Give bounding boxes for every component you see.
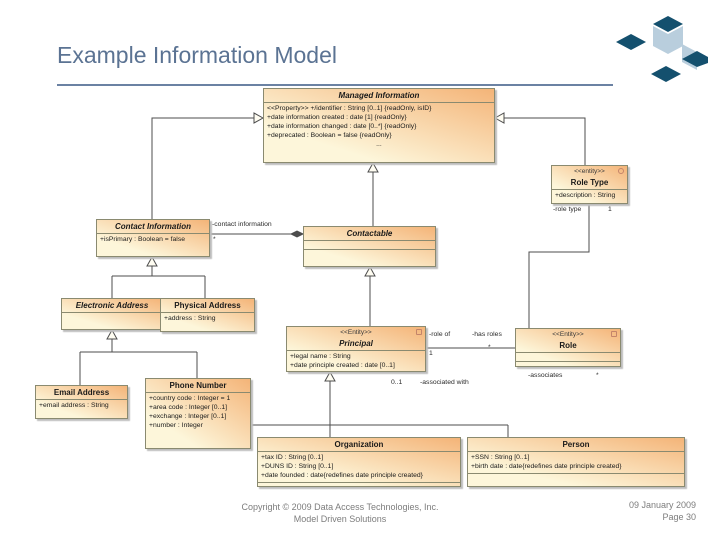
class-title: Email Address [53, 388, 110, 397]
uml-class-role[interactable]: <<Entity>> Role [515, 328, 621, 367]
class-title: Contactable [346, 229, 393, 238]
edge-multiplicity: * [488, 344, 491, 351]
class-title: Role Type [570, 178, 609, 187]
class-title: Managed Information [338, 91, 420, 100]
footer-copyright-line1: Copyright © 2009 Data Access Technologie… [241, 502, 439, 512]
class-attribute: +area code : Integer [0..1] [149, 404, 228, 411]
class-attribute: +legal name : String [290, 353, 351, 360]
class-attributes: <<Property>> +/identifier : String [0..1… [264, 102, 494, 151]
uml-class-role-type[interactable]: <<entity>> Role Type +description : String [551, 165, 628, 204]
circle-icon [618, 168, 624, 174]
class-stereotype: <<Entity>> [287, 327, 425, 337]
company-logo-icon [616, 16, 708, 82]
footer-page-number: Page 30 [662, 512, 696, 522]
class-title: Organization [334, 440, 384, 449]
uml-class-contactable[interactable]: Contactable [303, 226, 436, 267]
class-attributes: +description : String [552, 189, 627, 202]
class-empty-compartment [304, 249, 435, 258]
class-attributes: +email address : String [36, 399, 127, 412]
class-empty-compartment [304, 240, 435, 249]
class-attribute: +address : String [164, 315, 216, 322]
class-attribute: +DUNS ID : String [0..1] [261, 463, 334, 470]
edge-multiplicity: * [596, 372, 599, 379]
class-attribute: +SSN : String [0..1] [471, 454, 530, 461]
class-attribute: +email address : String [39, 402, 109, 409]
edge-multiplicity: 1 [608, 206, 612, 213]
class-attribute: <<Property>> +/identifier : String [0..1… [267, 105, 432, 112]
class-attribute: +date information created : date [1] {re… [267, 114, 407, 121]
class-title: Electronic Address [75, 301, 149, 310]
edge-label: -role type [553, 206, 582, 213]
page-title: Example Information Model [57, 42, 337, 68]
class-title: Contact Information [115, 222, 191, 231]
class-title: Person [562, 440, 590, 449]
footer-copyright-line2: Model Driven Solutions [293, 514, 387, 524]
class-title: Principal [339, 339, 373, 348]
footer-meta: 09 January 2009 Page 30 [629, 499, 696, 523]
class-attributes: +legal name : String +date principle crea… [287, 350, 425, 371]
uml-class-electronic-address[interactable]: Electronic Address [61, 298, 163, 330]
class-attribute: +deprecated : Boolean = false {readOnly} [267, 132, 392, 139]
uml-class-phone-number[interactable]: Phone Number+country code : Integer = 1+… [145, 378, 251, 449]
class-title: Phone Number [169, 381, 227, 390]
class-attribute: +date principle created : date [0..1] [290, 362, 395, 369]
class-attribute: +country code : Integer = 1 [149, 395, 231, 402]
class-title: Physical Address [174, 301, 241, 310]
class-attribute: +date founded : date{redefines date prin… [261, 472, 423, 479]
class-title: Role [559, 341, 577, 350]
edge-label: -associated with [420, 379, 469, 386]
class-stereotype: <<Entity>> [516, 329, 620, 339]
edge-multiplicity: 0..1 [391, 379, 403, 386]
edge-multiplicity: * [213, 236, 216, 243]
edge-label: -associates [528, 372, 563, 379]
footer-date: 09 January 2009 [628, 500, 696, 510]
class-attributes: +tax ID : String [0..1] +DUNS ID : String… [258, 451, 460, 482]
class-empty-compartment [258, 482, 460, 486]
edge-label: -role of [429, 331, 451, 338]
edge-label: -has roles [472, 331, 502, 338]
class-attribute: +isPrimary : Boolean = false [100, 236, 186, 243]
class-stereotype: <<entity>> [552, 166, 627, 176]
class-empty-compartment [516, 361, 620, 366]
class-attributes: +isPrimary : Boolean = false [97, 233, 209, 246]
class-empty-compartment [468, 473, 684, 482]
class-attributes: +SSN : String [0..1] +birth date : date{r… [468, 451, 684, 473]
class-attribute: +description : String [555, 192, 616, 199]
edge-multiplicity: 1 [429, 350, 433, 357]
uml-class-contact-information[interactable]: Contact Information +isPrimary : Boolean … [96, 219, 210, 257]
class-attributes: +address : String [161, 312, 254, 325]
uml-class-organization[interactable]: Organization +tax ID : String [0..1] +DUNS… [257, 437, 461, 487]
class-empty-compartment [516, 352, 620, 361]
uml-class-principal[interactable]: <<Entity>>Principal+legal name : String+… [286, 326, 426, 372]
class-attribute: +exchange : Integer [0..1] [149, 413, 227, 420]
footer-copyright: Copyright © 2009 Data Access Technologie… [150, 501, 530, 525]
square-icon [611, 331, 617, 337]
class-attribute: +date information changed : date [0..*] … [267, 123, 417, 130]
class-empty-compartment [62, 312, 162, 321]
uml-class-person[interactable]: Person +SSN : String [0..1] +birth date : … [467, 437, 685, 487]
uml-class-managed-information[interactable]: Managed Information <<Property>> +/identi… [263, 88, 495, 163]
class-attribute: +tax ID : String [0..1] [261, 454, 324, 461]
class-attribute: +number : Integer [149, 422, 203, 429]
uml-class-physical-address[interactable]: Physical Address +address : String [160, 298, 255, 332]
square-icon [416, 329, 422, 335]
uml-class-email-address[interactable]: Email Address +email address : String [35, 385, 128, 419]
class-ellipsis: ... [376, 141, 382, 148]
edge-label: -contact information [212, 221, 272, 228]
class-attributes: +country code : Integer = 1 +area code : … [146, 392, 250, 432]
title-underline [57, 84, 613, 86]
class-attribute: +birth date : date{redefines date princi… [471, 463, 622, 470]
